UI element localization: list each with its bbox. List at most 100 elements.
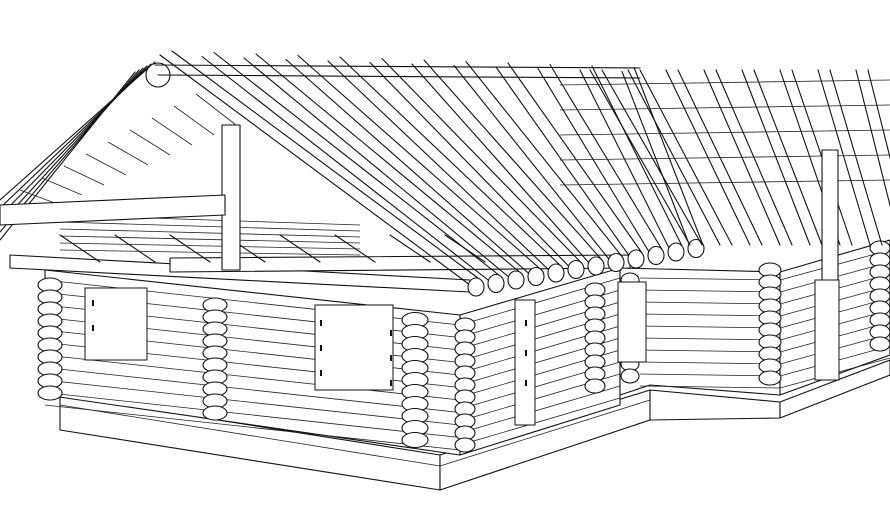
window-center — [314, 304, 394, 391]
wall-log-line — [639, 313, 781, 317]
foundation — [59, 359, 890, 491]
wing-rafter — [741, 69, 811, 246]
wall-log-line — [44, 404, 461, 451]
wall-log-line — [639, 325, 781, 329]
rafter-end — [687, 238, 705, 259]
door-opening — [514, 299, 536, 426]
gable-purlin — [129, 129, 171, 156]
window-side — [617, 281, 647, 363]
wall-log-line — [639, 289, 781, 293]
gable-purlin — [195, 93, 237, 126]
wing-purlin — [559, 129, 890, 136]
rafter-end — [507, 270, 525, 290]
log-end — [758, 370, 782, 386]
rafter-edge — [255, 53, 523, 275]
rafter — [537, 67, 651, 255]
rafter — [495, 66, 631, 258]
rafter-edge — [171, 50, 483, 282]
wall-log-line — [639, 337, 781, 341]
rafter — [327, 60, 551, 272]
window-notch — [320, 345, 322, 351]
wing-purlin — [559, 79, 890, 86]
ridge-and-posts — [0, 64, 839, 281]
wing-rafter — [855, 69, 890, 208]
ceiling-joists — [9, 214, 631, 293]
wall-log-line — [459, 385, 621, 434]
window-notch — [92, 325, 94, 331]
wall-log-line — [639, 277, 781, 281]
log-end — [454, 437, 476, 453]
window-notch — [525, 350, 527, 356]
wing-purlin — [559, 179, 890, 186]
rafter — [411, 63, 591, 265]
gable-purlin — [85, 153, 127, 176]
rafter-edge — [423, 59, 603, 261]
rafter-edge — [339, 56, 563, 268]
gable-purlin — [151, 117, 193, 146]
log-end — [584, 378, 606, 394]
wall-log-line — [44, 367, 461, 413]
gable-purlin — [41, 177, 83, 196]
rafter — [579, 69, 671, 251]
log-end — [620, 368, 640, 384]
wall-log-line — [639, 373, 781, 377]
rafter-edge — [591, 65, 683, 247]
window-left — [84, 287, 148, 361]
wall-log-line — [639, 301, 781, 305]
rafter — [369, 61, 571, 269]
joist — [59, 234, 101, 263]
door-right-wing — [814, 279, 840, 381]
rafter-end — [547, 263, 565, 283]
wing-rafter-edge — [867, 69, 890, 160]
log-end — [202, 405, 228, 421]
rafter-end — [607, 252, 625, 273]
window-notch — [320, 370, 322, 376]
rafter-end — [647, 245, 665, 266]
gable-purlin — [63, 165, 105, 186]
gable-purlin — [173, 105, 215, 136]
wing-rafter — [627, 69, 721, 246]
wing-rafter-edge — [715, 69, 793, 246]
wing-rafter-edge — [639, 69, 733, 246]
joist-line — [59, 242, 361, 250]
joist — [389, 234, 431, 263]
log-end — [37, 385, 63, 401]
rafter-end — [467, 277, 485, 297]
gable-purlin — [107, 141, 149, 166]
rafter-end — [527, 266, 545, 287]
rafter-end — [667, 242, 685, 262]
rafter-edge — [213, 51, 503, 279]
joist-line — [59, 221, 361, 232]
joist-line — [59, 228, 361, 238]
rafter-end — [627, 249, 645, 269]
window-openings — [84, 279, 840, 426]
rafter — [621, 70, 691, 248]
rafter-back — [0, 67, 144, 225]
rafter-edge — [297, 54, 543, 272]
rafter — [285, 58, 531, 276]
rafter-end — [587, 256, 605, 276]
wing-purlin — [559, 104, 890, 111]
rafter — [453, 64, 611, 262]
corner-log-ends — [37, 240, 890, 453]
rafter-edge — [381, 57, 583, 265]
wing-purlin — [559, 154, 890, 161]
window-notch — [92, 300, 94, 306]
rafter-edge — [507, 62, 643, 254]
wall-log-line — [639, 349, 781, 353]
rafter-end — [487, 273, 505, 294]
joist-line — [59, 249, 361, 256]
joist-line — [59, 235, 361, 244]
wing-roof-rafters — [559, 69, 890, 246]
window-notch — [525, 320, 527, 326]
joist — [114, 234, 156, 263]
wing-rafter-edge — [829, 69, 883, 246]
joist — [279, 234, 321, 263]
rafter — [201, 55, 491, 283]
wall-log-line — [44, 392, 461, 438]
rafter — [159, 54, 471, 286]
wing-rafter-edge — [753, 69, 823, 246]
window-notch — [390, 380, 392, 386]
wall-log-line — [639, 385, 781, 389]
wall-log-line — [459, 397, 621, 446]
